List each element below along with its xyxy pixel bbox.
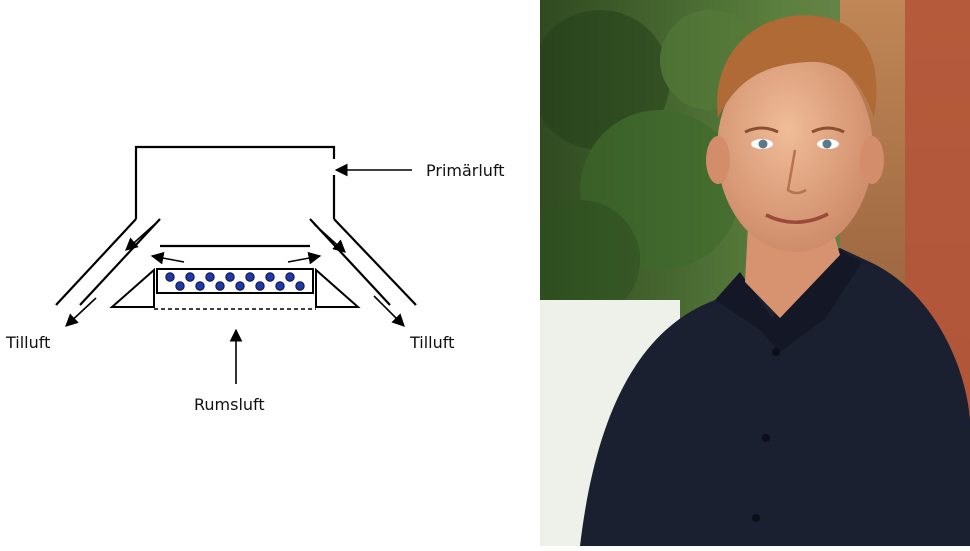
nose <box>786 149 807 195</box>
eyes <box>744 126 845 149</box>
mouth <box>765 212 829 224</box>
inner-arrow-left-down <box>125 223 156 251</box>
supply-air-left-label: Tilluft <box>5 333 50 352</box>
supply-air-arrow-right <box>373 295 405 327</box>
induction-arrow-left <box>150 251 185 265</box>
plenum-box <box>134 145 336 219</box>
shirt <box>580 248 970 546</box>
coil-tubes <box>165 272 305 291</box>
room-air-label: Rumsluft <box>194 395 265 414</box>
supply-air-arrow-left <box>65 297 97 327</box>
inner-arrow-right-down <box>313 223 346 253</box>
chilled-beam-diagram: Primärluft Tilluft Tilluft Rumsluft <box>5 145 505 414</box>
foliage <box>540 10 760 320</box>
flow-arrows <box>65 163 412 384</box>
induction-arrow-right <box>287 251 322 265</box>
supply-air-right-label: Tilluft <box>409 333 454 352</box>
right-ear <box>860 136 884 184</box>
left-ear <box>706 136 730 184</box>
portrait-illustration <box>540 0 970 546</box>
coil-unit <box>109 267 361 310</box>
portrait-photo <box>540 0 970 546</box>
hair <box>717 15 877 118</box>
shirt-buttons <box>752 348 780 522</box>
diagram-svg: Primärluft Tilluft Tilluft Rumsluft <box>5 145 505 414</box>
primary-air-label: Primärluft <box>426 161 505 180</box>
